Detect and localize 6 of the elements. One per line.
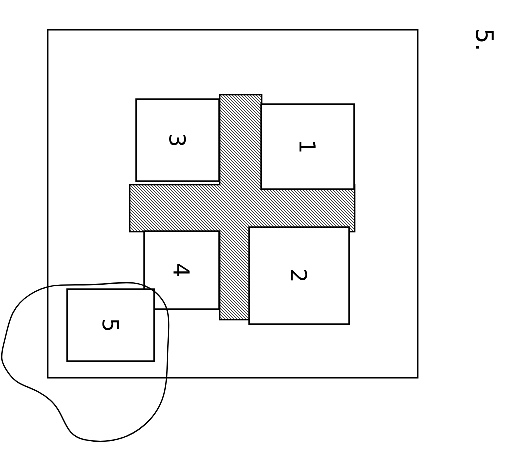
numbered-square: 5 [66,288,155,362]
numbered-square: 2 [248,226,350,325]
numbered-square: 3 [136,98,220,182]
numbered-square: 1 [260,104,355,190]
numbered-square: 4 [144,230,220,310]
title: 5. [476,30,494,49]
